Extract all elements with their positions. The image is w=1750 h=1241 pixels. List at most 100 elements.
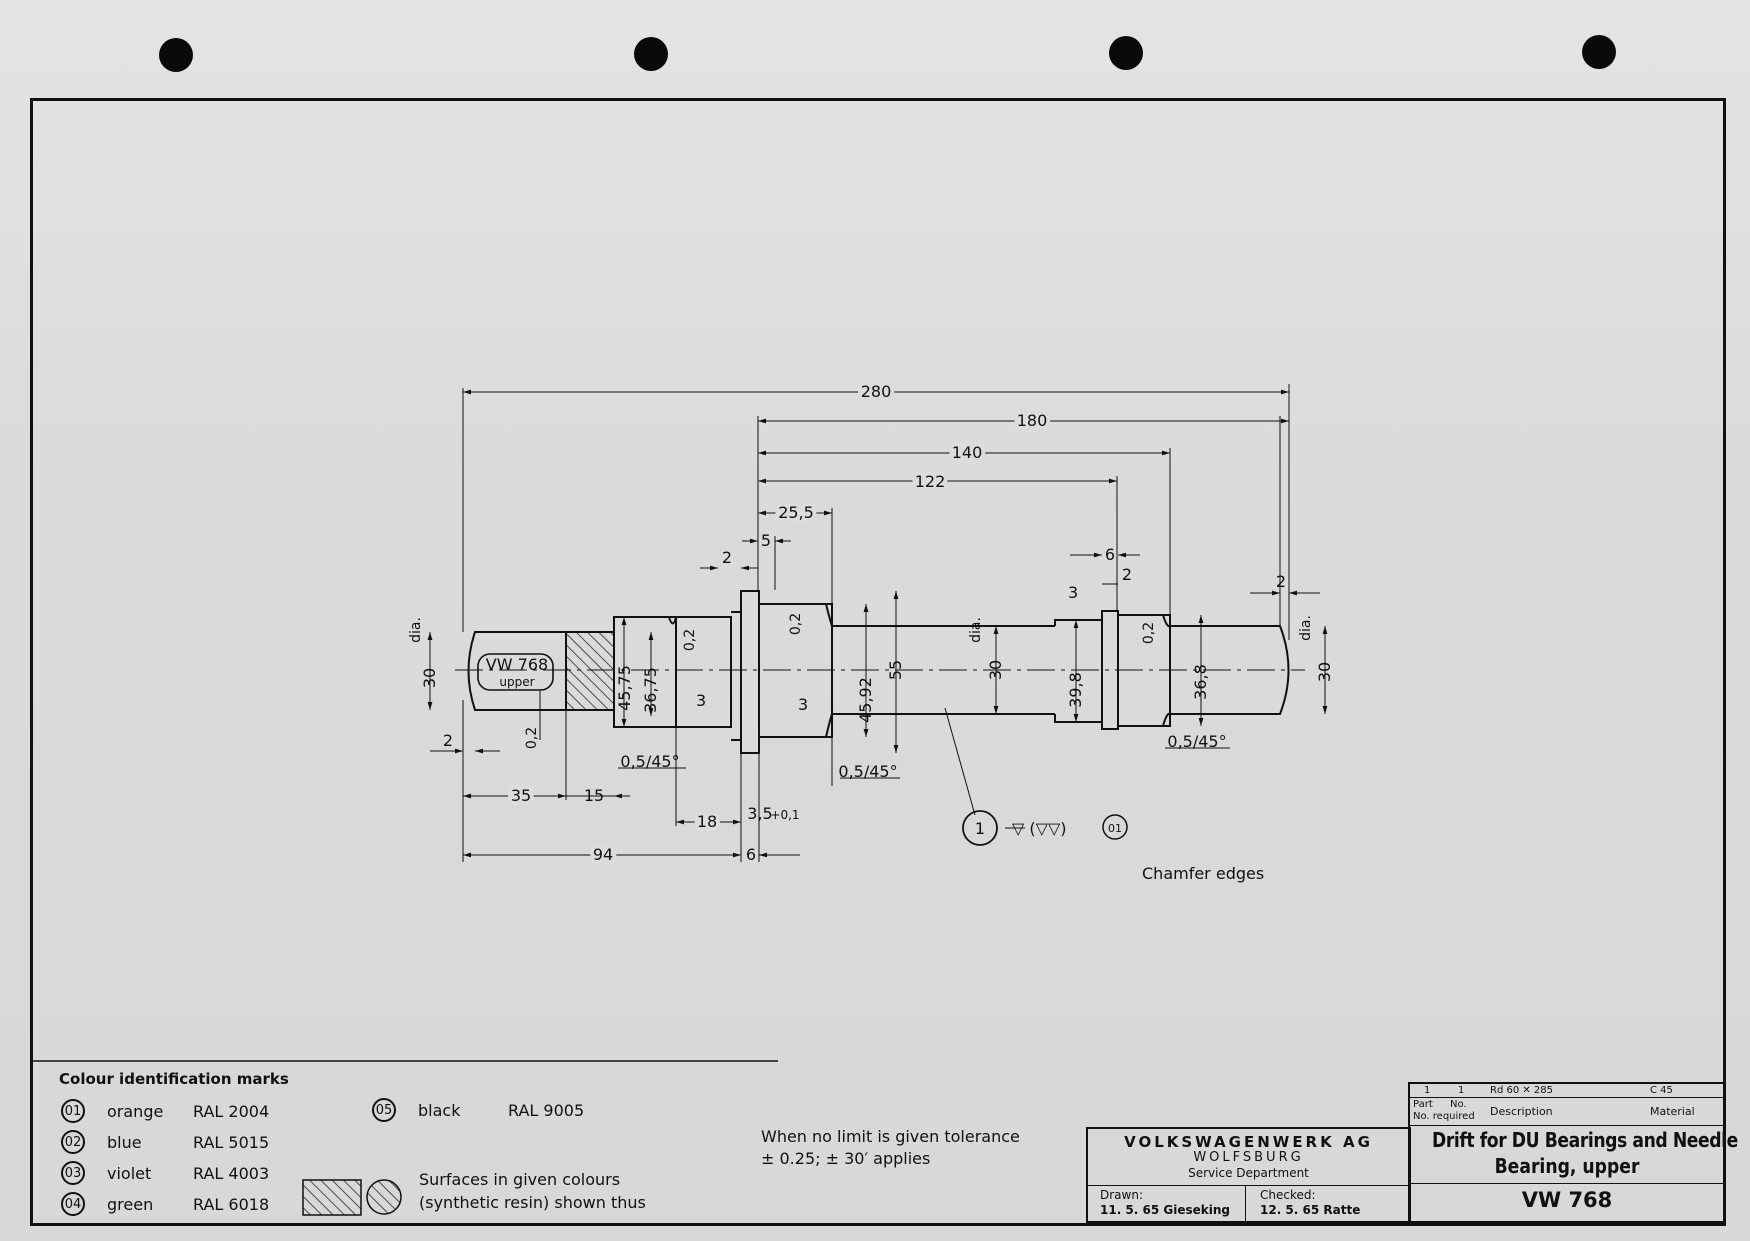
dim-2-left: 2 [443,731,453,750]
dim-3-5: 3,5 [747,804,772,823]
legend-colour: violet [107,1163,152,1183]
colour-code-circle: 03 [61,1161,85,1185]
drawn-value: 11. 5. 65 Gieseking [1100,1203,1231,1217]
dia-word-right: dia. [1298,615,1314,641]
hdr-no: No. [1450,1099,1467,1110]
checked-label: Checked: [1260,1188,1316,1202]
legend-item: 03 violet RAL 4003 [61,1160,301,1186]
colour-code-circle: 02 [61,1130,85,1154]
dim-122: 122 [915,472,946,491]
parts-description: Rd 60 ✕ 285 [1490,1085,1554,1096]
drawn-label: Drawn: [1100,1188,1143,1202]
legend-colour: black [418,1100,461,1120]
punch-hole [159,38,193,72]
dim-35: 35 [511,786,531,805]
radius-3-mid: 3 [798,695,808,714]
dia-45-75: 45,75 [615,665,634,711]
hdr-material: Material [1650,1105,1695,1118]
legend-item: 04 green RAL 6018 [61,1191,301,1217]
punch-hole [1109,36,1143,70]
dia-36-75: 36,75 [641,667,660,713]
drawing-title-line1: Drift for DU Bearings and Needle [1431,1128,1738,1152]
dim-6-right: 6 [1105,545,1115,564]
surfaces-note-line1: Surfaces in given colours [419,1170,621,1189]
legend-colour: green [107,1194,154,1214]
parts-no: 1 [1458,1085,1465,1096]
legend-ral: RAL 9005 [508,1100,585,1120]
dia-39-8: 39,8 [1066,672,1085,708]
hdr-part: Part [1413,1099,1433,1110]
dim-140: 140 [952,443,983,462]
tolerance-note-line2: ± 0.25; ± 30′ applies [761,1149,931,1168]
dim-94: 94 [593,845,613,864]
surface-0-2-mid: 0,2 [788,613,804,635]
radius-3-left: 3 [696,691,706,710]
dim-18: 18 [697,812,717,831]
surfaces-note-line2: (synthetic resin) shown thus [419,1193,646,1212]
dim-180: 180 [1017,411,1048,430]
company-dept: Service Department [1188,1166,1309,1180]
callout-colour-circle [1102,814,1128,840]
surface-finish-marks: ▽ (▽▽) [1012,819,1066,838]
legend-ral: RAL 5015 [193,1132,270,1152]
company-block: VOLKSWAGENWERK AG WOLFSBURG Service Depa… [1086,1127,1411,1223]
shaft-outline [467,590,1290,754]
dia-45-92: 45,92 [856,677,875,723]
dim-25-5: 25,5 [778,503,814,522]
dim-3-5-tolerance: +0,1 [770,808,799,822]
surface-0-2-left: 0,2 [524,727,540,749]
parts-block: 1 1 Rd 60 ✕ 285 C 45 Part No. No. requir… [1408,1082,1738,1223]
dia-word-mid: dia. [968,617,984,643]
hatched-colour-surface [565,631,615,711]
dim-2-collar: 2 [722,548,732,567]
dia-36-8: 36,8 [1191,664,1210,700]
callout-number: 1 [975,819,985,838]
dia-30-right: 30 [1315,662,1334,682]
legend-ral: RAL 6018 [193,1194,270,1214]
legend-item: 05 black RAL 9005 [372,1097,612,1123]
drawing-title-line2: Bearing, upper [1494,1154,1640,1178]
hatch-sample-rect [302,1179,362,1216]
chamfer-left: 0,5/45° [620,752,679,771]
part-label-sub: upper [499,675,534,689]
surface-0-2-collar: 0,2 [682,629,698,651]
drawing-number: VW 768 [1521,1188,1613,1212]
dim-15: 15 [584,786,604,805]
radius-3-right: 3 [1068,583,1078,602]
parts-part: 1 [1424,1085,1431,1096]
colour-code-circle: 04 [61,1192,85,1216]
chamfer-right: 0,5/45° [1167,732,1226,751]
chamfer-mid: 0,5/45° [838,762,897,781]
company-name: VOLKSWAGENWERK AG [1124,1133,1373,1151]
dia-30-left: 30 [420,668,439,688]
legend-colour: blue [107,1132,142,1152]
dim-6-bottom: 6 [746,845,756,864]
legend-title: Colour identification marks [59,1070,289,1088]
dia-word-left: dia. [408,617,424,643]
checked-value: 12. 5. 65 Ratte [1260,1203,1361,1217]
dim-5: 5 [761,531,771,550]
hdr-no-required: No. required [1413,1111,1475,1122]
punch-hole [1582,35,1616,69]
parts-material: C 45 [1650,1085,1673,1096]
hdr-description: Description [1490,1105,1553,1118]
company-city: WOLFSBURG [1193,1150,1304,1165]
hatch-sample-circle [366,1179,402,1215]
callout-circle [962,810,998,846]
legend-item: 02 blue RAL 5015 [61,1129,301,1155]
dim-2-right: 2 [1122,565,1132,584]
callout-colour-code: 01 [1108,822,1122,835]
legend-ral: RAL 2004 [193,1101,270,1121]
part-label-frame [477,653,554,691]
chamfer-note: Chamfer edges [1142,864,1264,883]
legend-ral: RAL 4003 [193,1163,270,1183]
colour-code-circle: 05 [372,1098,396,1122]
dim-280: 280 [861,382,892,401]
drawing-border [30,98,1726,1226]
dia-55: 55 [886,660,905,680]
colour-code-circle: 01 [61,1099,85,1123]
part-label-main: VW 768 [486,655,548,674]
punch-hole [634,37,668,71]
